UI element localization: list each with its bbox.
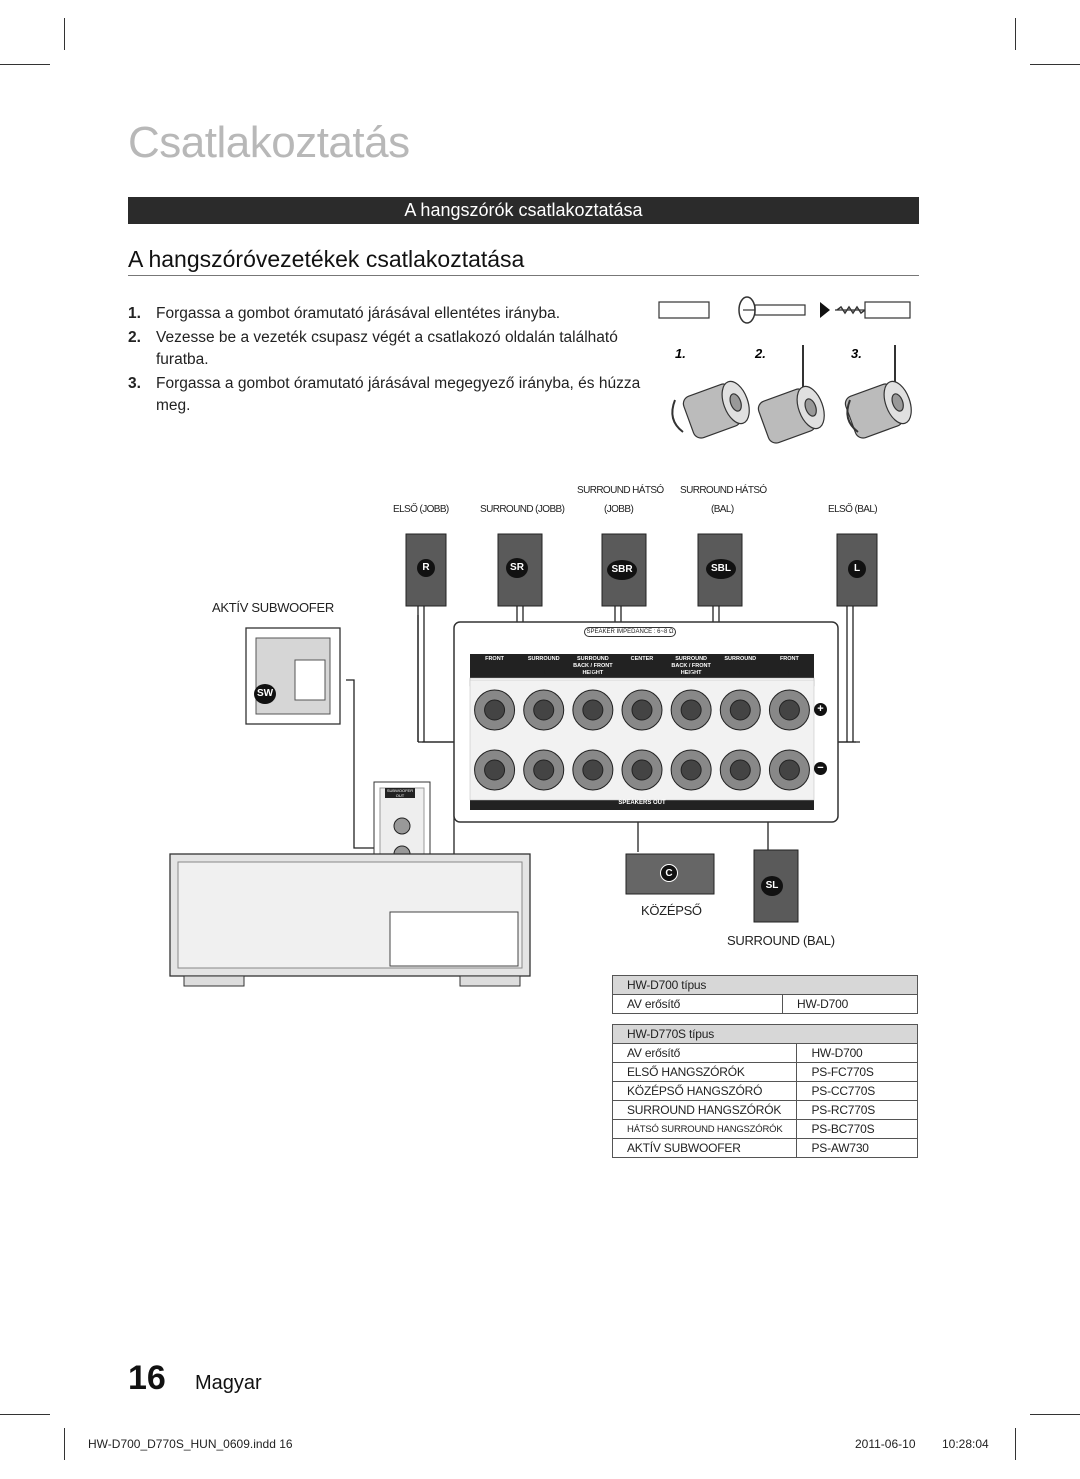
col-front-r: FRONT — [485, 656, 505, 662]
side-label: R — [590, 670, 596, 676]
crop-mark — [1030, 64, 1080, 65]
minus-icon: − — [814, 762, 827, 775]
terminal-hole — [582, 699, 604, 721]
subwoofer-out-label: SUBWOOFER OUT — [385, 788, 415, 798]
badge-c: C — [660, 864, 678, 882]
label-surround-back-left-1: SURROUND HÁTSÓ — [680, 485, 767, 496]
section-bar: A hangszórók csatlakoztatása — [128, 197, 919, 224]
plus-icon: + — [814, 703, 827, 716]
terminal-hole — [533, 759, 555, 781]
side-label — [617, 670, 666, 676]
label-surround-back-left-2: (BAL) — [711, 504, 734, 515]
step-label: 1. — [675, 346, 686, 361]
label-front-right: ELSŐ (JOBB) — [393, 504, 449, 515]
footer-file: HW-D700_D770S_HUN_0609.indd 16 — [88, 1437, 293, 1451]
label-front-left: ELSŐ (BAL) — [828, 504, 878, 515]
side-label: R — [541, 670, 546, 676]
crop-mark — [0, 64, 50, 65]
impedance-label: SPEAKER IMPEDANCE : 6~8 Ω — [584, 627, 676, 637]
step-number: 3. — [128, 375, 141, 392]
label-surround-back-right-1: SURROUND HÁTSÓ — [577, 485, 664, 496]
badge-sw: SW — [254, 684, 276, 704]
terminal-hole — [680, 699, 702, 721]
terminal-hole — [729, 699, 751, 721]
side-label: L — [689, 670, 693, 676]
terminal-hole — [778, 759, 800, 781]
subheading: A hangszóróvezetékek csatlakoztatása — [128, 246, 525, 272]
badge-r: R — [417, 559, 435, 577]
panel-sides: R R R L L L — [470, 670, 814, 676]
table-header: HW-D770S típus — [612, 1024, 918, 1044]
footer-date: 2011-06-10 — [855, 1437, 916, 1451]
table-header: HW-D700 típus — [612, 975, 918, 995]
col-sb-r: SURROUND BACK / FRONT HEIGHT — [573, 656, 613, 676]
step-item: 3. Forgassa a gombot óramutató járásával… — [128, 373, 648, 417]
step-text: Forgassa a gombot óramutató járásával me… — [156, 375, 641, 414]
step-number: 1. — [128, 305, 141, 322]
terminal-hole — [778, 699, 800, 721]
steps-list: 1. Forgassa a gombot óramutató járásával… — [128, 303, 648, 419]
terminal-hole — [631, 759, 653, 781]
side-label: L — [787, 670, 792, 676]
panel-column-headers: FRONT SURROUND SURROUND BACK / FRONT HEI… — [470, 656, 814, 677]
terminal-hole — [631, 699, 653, 721]
badge-sbl: SBL — [706, 559, 736, 579]
subheading-rule — [128, 275, 919, 276]
step-number: 2. — [128, 329, 141, 346]
label-center: KÖZÉPSŐ — [641, 903, 702, 918]
crop-mark — [1015, 18, 1016, 50]
col-surround-r: SURROUND — [527, 656, 560, 662]
label-surround-back-right-2: (JOBB) — [604, 504, 634, 515]
terminal-hole — [729, 759, 751, 781]
col-center: CENTER — [630, 656, 654, 662]
terminal-hole — [484, 699, 506, 721]
terminal-hole — [484, 759, 506, 781]
step-text: Vezesse be a vezeték csupasz végét a csa… — [156, 329, 618, 368]
label-surround-left: SURROUND (BAL) — [727, 933, 835, 948]
speaker-connection-diagram — [169, 533, 878, 987]
badge-sl: SL — [761, 876, 783, 896]
label-surround-right: SURROUND (JOBB) — [480, 504, 565, 515]
speaker-boxes — [405, 533, 878, 607]
wire-step-illustration: 1. 2. 3. — [658, 296, 912, 444]
step-label: 3. — [851, 346, 862, 361]
badge-sr: SR — [506, 558, 528, 578]
footer-time: 10:28:04 — [942, 1437, 989, 1451]
step-item: 1. Forgassa a gombot óramutató járásával… — [128, 303, 648, 325]
step-label: 2. — [754, 346, 766, 361]
page-language: Magyar — [195, 1372, 262, 1394]
crop-mark — [1030, 1414, 1080, 1415]
page-title: Csatlakoztatás — [128, 118, 410, 167]
crop-mark — [1015, 1428, 1016, 1460]
badge-l: L — [848, 560, 866, 578]
col-front-l: FRONT — [779, 656, 799, 662]
crop-mark — [64, 1428, 65, 1460]
step-text: Forgassa a gombot óramutató járásával el… — [156, 305, 561, 322]
step-item: 2. Vezesse be a vezeték csupasz végét a … — [128, 327, 648, 371]
page-number: 16 — [128, 1359, 166, 1397]
terminal-hole — [582, 759, 604, 781]
badge-sbr: SBR — [607, 560, 637, 580]
label-subwoofer: AKTÍV SUBWOOFER — [212, 600, 334, 615]
col-surround-l: SURROUND — [724, 656, 757, 662]
col-sb-l: SURROUND BACK / FRONT HEIGHT — [671, 656, 711, 676]
side-label: R — [492, 670, 497, 676]
terminal-hole — [533, 699, 555, 721]
speakers-out-label: SPEAKERS OUT — [618, 800, 666, 806]
terminal-hole — [680, 759, 702, 781]
side-label: L — [738, 670, 742, 676]
crop-mark — [64, 18, 65, 50]
crop-mark — [0, 1414, 50, 1415]
